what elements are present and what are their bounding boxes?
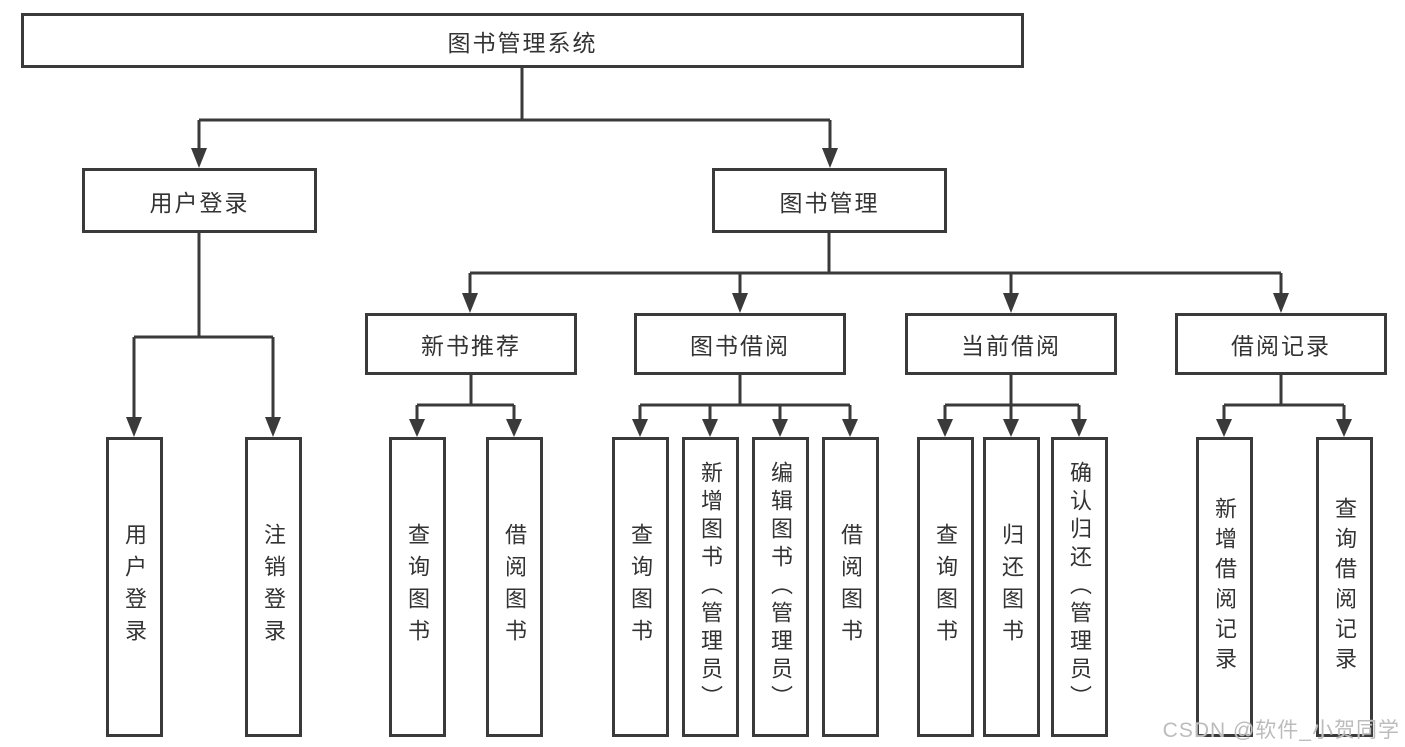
arrowhead-icon [1003, 293, 1019, 313]
leaf-br-add-borrow-record: 新增借阅记录 [1196, 437, 1253, 737]
leaf-br-query-borrow-record: 查询借阅记录 [1316, 437, 1373, 737]
watermark-text: CSDN @软件_小贺同学 [1162, 719, 1400, 742]
node-book-management: 图书管理 [712, 168, 947, 233]
node-new-book-recommend: 新书推荐 [365, 313, 577, 375]
arrowhead-icon [632, 419, 648, 437]
arrowhead-icon [1273, 293, 1289, 313]
leaf-bb-borrow-books: 借阅图书 [822, 437, 879, 737]
leaf-bb-query-books: 查询图书 [612, 437, 669, 737]
arrowhead-icon [772, 419, 788, 437]
leaf-nb-borrow-books: 借阅图书 [486, 437, 543, 737]
connector-book-management-to-level3 [462, 233, 1289, 313]
node-current-borrow: 当前借阅 [905, 313, 1117, 375]
node-user-login: 用户登录 [82, 168, 317, 233]
connector-borrow-records-to-leaves [1216, 375, 1352, 437]
arrowhead-icon [842, 419, 858, 437]
arrowhead-icon [1003, 419, 1019, 437]
node-borrow-records: 借阅记录 [1175, 313, 1387, 375]
connector-current-borrow-to-leaves [937, 375, 1087, 437]
arrowhead-icon [265, 417, 281, 437]
node-root: 图书管理系统 [21, 13, 1024, 68]
arrowhead-icon [822, 148, 838, 168]
leaf-user-login: 用户登录 [106, 437, 163, 737]
arrowhead-icon [126, 417, 142, 437]
leaf-cb-confirm-return-admin: 确认归还（管理员） [1051, 437, 1108, 737]
leaf-cb-return-books: 归还图书 [983, 437, 1040, 737]
leaf-logout-login: 注销登录 [245, 437, 302, 737]
connector-new-book-recommend-to-leaves [409, 375, 522, 437]
arrowhead-icon [1336, 419, 1352, 437]
arrowhead-icon [732, 293, 748, 313]
arrowhead-icon [191, 148, 207, 168]
leaf-bb-add-books-admin: 新增图书（管理员） [682, 437, 739, 737]
arrowhead-icon [462, 293, 478, 313]
connector-book-borrow-to-leaves [632, 375, 858, 437]
arrowhead-icon [1071, 419, 1087, 437]
arrowhead-icon [702, 419, 718, 437]
node-book-borrow: 图书借阅 [634, 313, 846, 375]
leaf-nb-query-books: 查询图书 [389, 437, 446, 737]
connector-root-to-level2 [191, 68, 838, 168]
leaf-cb-query-books: 查询图书 [917, 437, 974, 737]
arrowhead-icon [506, 419, 522, 437]
connector-user-login-to-leaves [126, 233, 281, 437]
arrowhead-icon [1216, 419, 1232, 437]
leaf-bb-edit-books-admin: 编辑图书（管理员） [752, 437, 809, 737]
arrowhead-icon [937, 419, 953, 437]
arrowhead-icon [409, 419, 425, 437]
